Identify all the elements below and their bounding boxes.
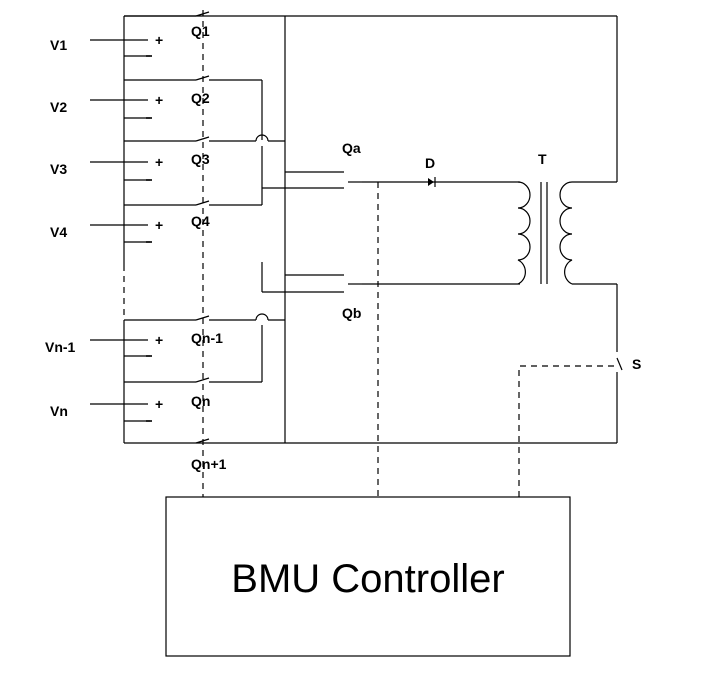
- switch-label-q4: Q4: [191, 213, 210, 229]
- battery-label-vn-1: Vn-1: [45, 339, 76, 355]
- switch-label-qn-plus-1: Qn+1: [191, 456, 227, 472]
- battery-label-v2: V2: [50, 99, 67, 115]
- battery-column-wiring: [123, 15, 617, 444]
- transformer-label: T: [538, 151, 547, 167]
- transformer: [517, 181, 617, 285]
- switch-label-q2: Q2: [191, 90, 210, 106]
- bmu-controller: BMU Controller: [165, 496, 571, 657]
- battery-v2: [90, 99, 150, 119]
- main-switch-control-line: [518, 365, 617, 497]
- battery-label-v4: V4: [50, 224, 67, 240]
- selector-switch-qa: [262, 171, 410, 189]
- battery-label-v3: V3: [50, 161, 67, 177]
- battery-v3: [90, 161, 150, 181]
- controller-label: BMU Controller: [231, 557, 504, 601]
- diode: [410, 177, 520, 187]
- battery-vn: [90, 403, 150, 422]
- battery-vn-1: [90, 339, 150, 357]
- switch-label-qa: Qa: [342, 140, 361, 156]
- plus-sign-v3: +: [155, 154, 163, 170]
- switch-label-qn: Qn: [191, 393, 210, 409]
- plus-sign-v1: +: [155, 32, 163, 48]
- switch-rows: [124, 11, 285, 444]
- right-rail: [285, 16, 623, 444]
- plus-sign-v2: +: [155, 92, 163, 108]
- plus-sign-vn-1: +: [155, 332, 163, 348]
- switch-label-s: S: [632, 356, 641, 372]
- plus-sign-v4: +: [155, 217, 163, 233]
- battery-label-vn: Vn: [50, 403, 68, 419]
- switch-label-qb: Qb: [342, 305, 361, 321]
- minus-markers: [146, 55, 152, 422]
- plus-sign-vn: +: [155, 396, 163, 412]
- selector-switch-qb: [262, 274, 520, 293]
- switch-label-q1: Q1: [191, 23, 210, 39]
- switch-label-qn-1: Qn-1: [191, 330, 223, 346]
- battery-label-v1: V1: [50, 37, 67, 53]
- battery-v4: [90, 224, 150, 243]
- diode-label: D: [425, 155, 435, 171]
- battery-v1: [90, 39, 150, 57]
- switch-label-q3: Q3: [191, 151, 210, 167]
